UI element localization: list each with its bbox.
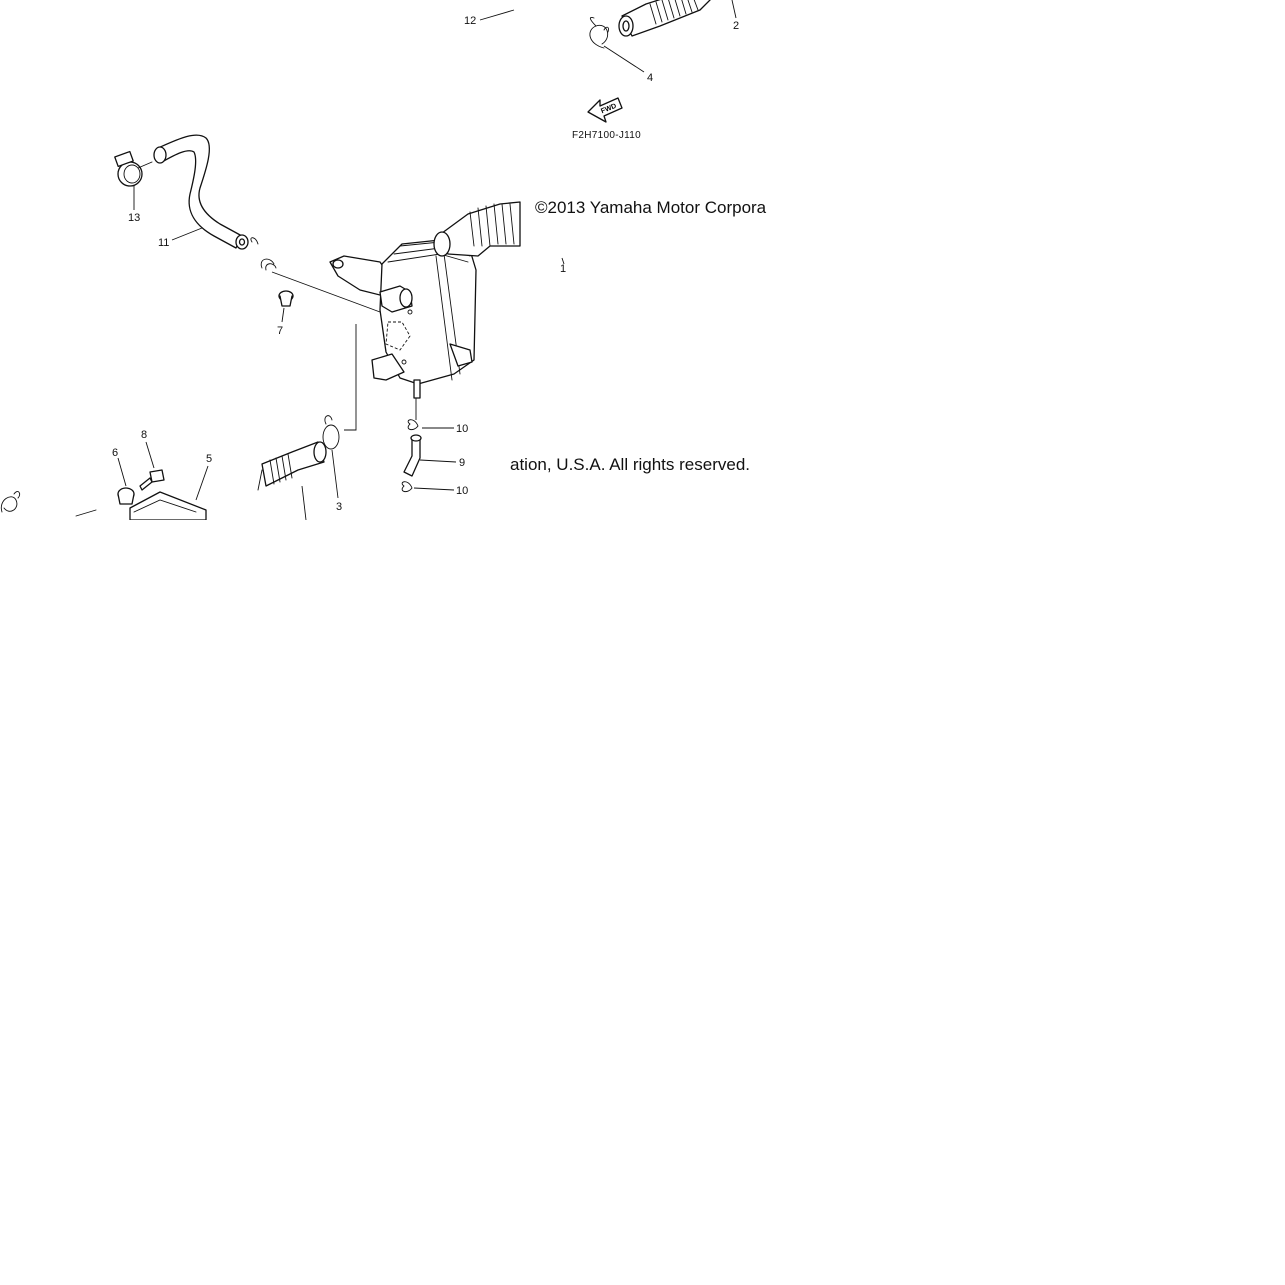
figure-code: F2H7100-J110 <box>572 130 641 141</box>
callout-4: 4 <box>647 72 653 84</box>
small-hose-part-9 <box>403 434 422 477</box>
callout-11: 11 <box>158 237 169 249</box>
clip-part-10-lower <box>401 481 413 493</box>
muffler-part-1 <box>329 201 521 399</box>
callout-12: 12 <box>464 15 476 27</box>
callout-10-upper: 10 <box>456 423 468 435</box>
copyright-line-2: ation, U.S.A. All rights reserved. <box>510 455 750 475</box>
callout-8: 8 <box>141 429 147 441</box>
callout-10-lower: 10 <box>456 485 468 497</box>
hose-clamp-part-13 <box>114 150 153 187</box>
callout-7: 7 <box>277 325 283 337</box>
callout-leaders <box>117 0 737 521</box>
callout-2: 2 <box>733 20 739 32</box>
bolt-part-8 <box>139 469 165 491</box>
copyright-line-1: ©2013 Yamaha Motor Corpora <box>535 198 769 218</box>
assembly-lines <box>271 271 417 431</box>
callout-9: 9 <box>459 457 465 469</box>
small-clip <box>250 237 277 271</box>
plug-part-6 <box>117 487 135 505</box>
callout-3: 3 <box>336 501 342 513</box>
box-part-5 <box>75 491 207 521</box>
cropped-area <box>0 520 1285 1285</box>
corrugated-hose-part-2 <box>618 0 711 37</box>
corrugated-hose-part-3 <box>257 441 327 491</box>
bent-hose-part-11 <box>153 134 249 250</box>
hose-clip-part-4 <box>589 17 609 49</box>
callout-13: 13 <box>128 212 140 224</box>
fwd-arrow: FWD <box>587 97 623 123</box>
plug-part-7 <box>278 290 294 307</box>
callout-6: 6 <box>112 447 118 459</box>
hose-clip-part-3 <box>322 415 340 450</box>
clip-left-edge <box>0 491 21 513</box>
callout-1: 1 <box>560 263 566 275</box>
clip-part-10-upper <box>407 419 419 431</box>
callout-5: 5 <box>206 453 212 465</box>
